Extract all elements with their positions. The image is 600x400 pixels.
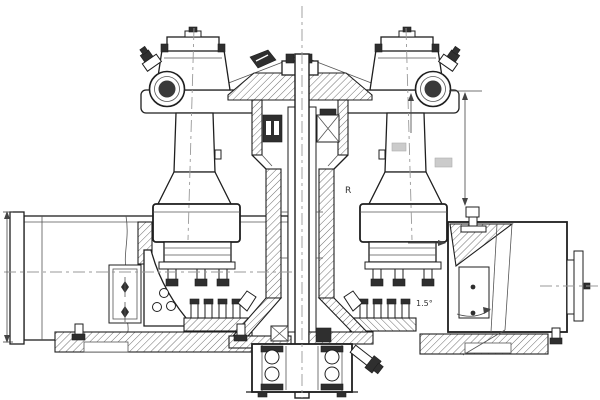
stuffing-box-gland: [183, 290, 257, 332]
illegible-dimension-label: [391, 142, 407, 152]
cap-stud: [285, 53, 295, 64]
plate-dot: [470, 310, 476, 316]
base-plate-right: [419, 333, 549, 355]
cap-bolt: [217, 43, 226, 53]
right-cylinder-assembly: [341, 26, 467, 332]
ball-bearing: [324, 366, 340, 382]
plate-dot: [470, 284, 476, 290]
shaft-sleeve: [287, 106, 296, 333]
housing-wall-lower: [318, 168, 335, 299]
grease-nipple: [139, 45, 163, 72]
ball-bearing: [264, 366, 280, 382]
left-cylinder-assembly: [139, 26, 259, 332]
right-housing-block: [447, 206, 591, 356]
flange-studs: [165, 268, 230, 287]
vent-plug: [249, 49, 277, 69]
cap-bolt: [160, 43, 169, 53]
pipe-flange: [9, 211, 25, 345]
housing-wall-lower: [265, 168, 282, 299]
marker-plate: [108, 264, 142, 324]
eye-bore: [158, 80, 176, 98]
shaft-sleeve: [308, 106, 317, 333]
cylinder-column: [173, 112, 216, 173]
center-shaft-assembly: [227, 49, 384, 399]
gland-lever: [237, 290, 257, 312]
centerlines: [4, 6, 599, 398]
upper-bearing: [316, 108, 340, 143]
ball-bearing: [264, 349, 280, 365]
housing-wall: [251, 99, 263, 156]
column-flare: [156, 171, 233, 205]
upper-seal: [262, 114, 283, 143]
thrust-bearing: [270, 325, 332, 343]
grease-fitting: [349, 344, 384, 375]
dimension-annotations: 1.5° R: [3, 90, 491, 343]
cylinder-cap: [166, 36, 220, 52]
sub-block: [163, 241, 232, 263]
tilt-reference-line: [490, 223, 498, 333]
ball-bearing: [324, 349, 340, 365]
angle-dimension-label: 1.5°: [416, 299, 433, 308]
top-stud-bolt: [460, 206, 487, 233]
radius-label: R: [345, 186, 351, 196]
illegible-dimension-label: [434, 157, 453, 168]
mount-block: [152, 203, 241, 243]
